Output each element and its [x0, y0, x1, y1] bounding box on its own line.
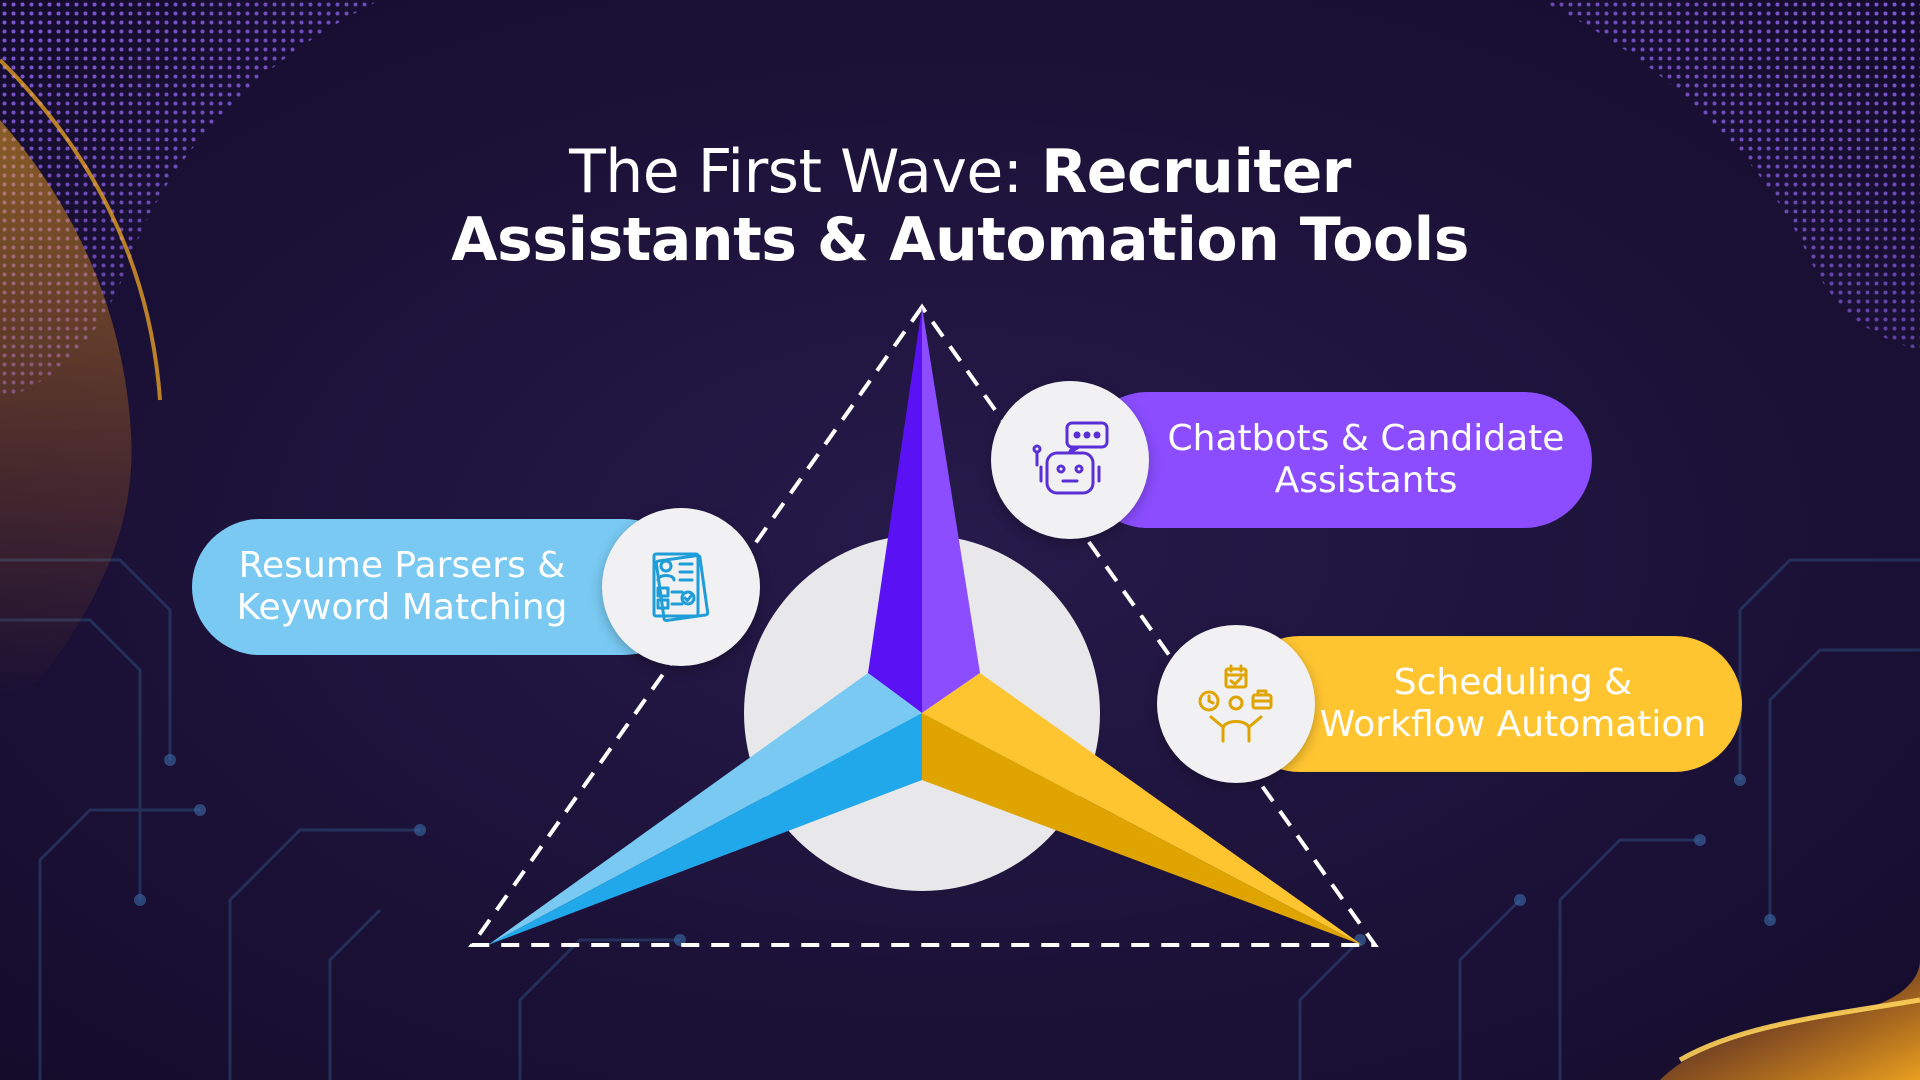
page-title: The First Wave: Recruiter Assistants & A… [0, 138, 1920, 274]
resume-document-icon [652, 552, 710, 623]
scheduling-pill: Scheduling & Workflow Automation [1232, 636, 1742, 772]
star-arm-top-right [922, 307, 980, 713]
chatbot-robot-icon [1032, 421, 1109, 495]
scheduling-person-icon [1198, 664, 1273, 743]
star-arm-left-upper [488, 673, 922, 945]
resume-label: Resume Parsers & Keyword Matching [236, 545, 568, 628]
title-bold-line2: Assistants & Automation Tools [451, 205, 1469, 275]
resume-icon-circle [602, 508, 760, 666]
chatbots-label: Chatbots & Candidate Assistants [1167, 418, 1565, 501]
title-bold-line1: Recruiter [1041, 137, 1351, 207]
scheduling-label: Scheduling & Workflow Automation [1319, 662, 1707, 745]
star-arm-left-lower [488, 713, 922, 945]
star-arm-top-left [868, 307, 922, 713]
title-light: The First Wave: [569, 137, 1042, 207]
chatbots-pill: Chatbots & Candidate Assistants [1080, 392, 1592, 528]
chatbots-icon-circle [991, 381, 1149, 539]
star-arm-right-upper [922, 673, 1362, 945]
star-arm-right-lower [922, 713, 1362, 945]
scheduling-icon-circle [1157, 625, 1315, 783]
